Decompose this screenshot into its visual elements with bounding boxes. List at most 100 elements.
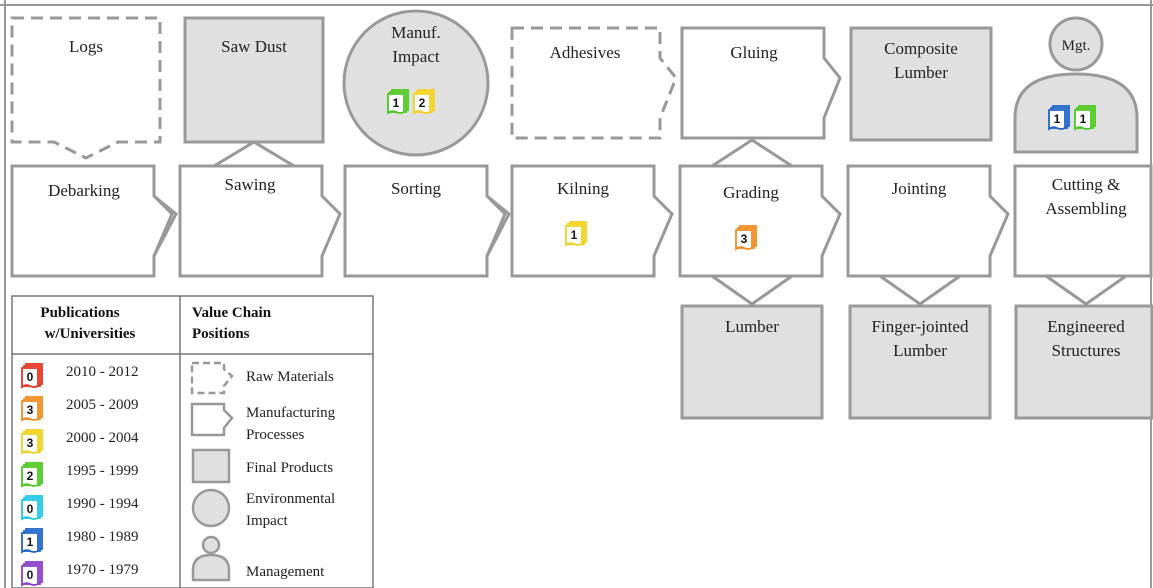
svg-text:1: 1 bbox=[393, 96, 400, 110]
legend-final-products-label: Final Products bbox=[246, 460, 333, 476]
legend-manufacturing-label-2: Processes bbox=[246, 427, 304, 443]
legend-periods: 0 2010 - 2012 3 2005 - 2009 3 2000 - 2004 2 199… bbox=[21, 363, 139, 586]
composite-label-1: Composite bbox=[884, 39, 958, 58]
legend-period-row: 3 2000 - 2004 bbox=[21, 429, 139, 454]
arrow-to-finger-jointed bbox=[875, 274, 965, 306]
engineered-label-1: Engineered bbox=[1047, 317, 1125, 336]
arrow-to-lumber bbox=[707, 274, 797, 306]
lumber-label: Lumber bbox=[725, 317, 779, 336]
raw-material-adhesives: Adhesives bbox=[510, 26, 678, 140]
svg-text:1: 1 bbox=[1054, 112, 1061, 126]
legend-period-label: 1980 - 1989 bbox=[66, 529, 139, 545]
sorting-label: Sorting bbox=[391, 179, 442, 198]
legend-env-label-1: Environmental bbox=[246, 491, 335, 507]
svg-text:1: 1 bbox=[1080, 112, 1087, 126]
final-product-finger-jointed: Finger-jointed Lumber bbox=[848, 304, 992, 420]
legend-period-badge: 0 bbox=[21, 561, 43, 586]
legend-period-badge: 2 bbox=[21, 462, 43, 487]
badge-grading-orange: 3 bbox=[735, 225, 757, 250]
arrow-to-gluing bbox=[706, 138, 798, 168]
legend-period-count: 0 bbox=[27, 568, 34, 582]
process-debarking: Debarking bbox=[10, 164, 174, 278]
legend-vc-header-2: Positions bbox=[192, 326, 250, 342]
legend-raw-materials-label: Raw Materials bbox=[246, 369, 334, 385]
process-gluing: Gluing bbox=[680, 26, 842, 140]
legend-period-label: 1990 - 1994 bbox=[66, 496, 139, 512]
badge-kilning-yellow: 1 bbox=[565, 221, 587, 246]
legend-management-label: Management bbox=[246, 564, 325, 580]
environmental-impact-circle: Manuf. Impact bbox=[342, 9, 490, 157]
final-product-composite-lumber: Composite Lumber bbox=[849, 26, 993, 142]
adhesives-label: Adhesives bbox=[550, 43, 621, 62]
badge-mgt-green: 1 bbox=[1074, 105, 1096, 130]
process-jointing: Jointing bbox=[846, 164, 1010, 278]
legend-period-count: 3 bbox=[27, 403, 34, 417]
legend-period-count: 1 bbox=[27, 535, 34, 549]
arrow-to-saw-dust bbox=[208, 140, 300, 168]
legend-raw-materials: Raw Materials bbox=[190, 361, 334, 395]
finger-jointed-label-1: Finger-jointed bbox=[872, 317, 969, 336]
process-cutting-assembling: Cutting & Assembling bbox=[1013, 164, 1153, 278]
process-sorting: Sorting bbox=[343, 164, 507, 278]
process-connectors bbox=[152, 194, 511, 257]
legend-period-badge: 1 bbox=[21, 528, 43, 553]
engineered-label-2: Structures bbox=[1052, 341, 1121, 360]
legend-environmental-impact: Environmental Impact bbox=[191, 488, 335, 529]
legend: Publications w/Universities Value Chain … bbox=[11, 295, 374, 588]
legend-final-products: Final Products bbox=[191, 448, 333, 484]
logs-label: Logs bbox=[69, 37, 103, 56]
legend-period-count: 0 bbox=[27, 370, 34, 384]
gluing-label: Gluing bbox=[730, 43, 778, 62]
svg-text:3: 3 bbox=[741, 232, 748, 246]
process-sawing: Sawing bbox=[178, 164, 342, 278]
legend-pub-header-2: w/Universities bbox=[45, 326, 136, 342]
legend-management: Management bbox=[191, 535, 325, 582]
sawing-label: Sawing bbox=[225, 175, 277, 194]
final-product-engineered: Engineered Structures bbox=[1014, 304, 1153, 420]
legend-period-row: 2 1995 - 1999 bbox=[21, 462, 139, 487]
management-shape: Mgt. bbox=[1013, 16, 1139, 154]
manuf-label: Manuf. bbox=[391, 23, 441, 42]
legend-period-row: 0 1990 - 1994 bbox=[21, 495, 139, 520]
legend-period-label: 1995 - 1999 bbox=[66, 463, 139, 479]
legend-period-count: 2 bbox=[27, 469, 34, 483]
grading-label: Grading bbox=[723, 183, 779, 202]
debarking-label: Debarking bbox=[48, 181, 120, 200]
legend-period-label: 2000 - 2004 bbox=[66, 430, 139, 446]
badge-mgt-blue: 1 bbox=[1048, 105, 1070, 130]
legend-period-count: 3 bbox=[27, 436, 34, 450]
legend-vc-header-1: Value Chain bbox=[192, 305, 272, 321]
final-product-lumber: Lumber bbox=[680, 304, 824, 420]
legend-manufacturing-label-1: Manufacturing bbox=[246, 405, 336, 421]
legend-period-badge: 0 bbox=[21, 363, 43, 388]
legend-period-badge: 3 bbox=[21, 429, 43, 454]
jointing-label: Jointing bbox=[892, 179, 947, 198]
legend-period-count: 0 bbox=[27, 502, 34, 516]
impact-label: Impact bbox=[392, 47, 439, 66]
legend-period-label: 2005 - 2009 bbox=[66, 397, 139, 413]
legend-period-label: 1970 - 1979 bbox=[66, 562, 139, 578]
legend-env-label-2: Impact bbox=[246, 513, 288, 529]
legend-period-row: 0 2010 - 2012 bbox=[21, 363, 139, 388]
legend-period-row: 1 1980 - 1989 bbox=[21, 528, 139, 553]
legend-pub-header-1: Publications bbox=[40, 305, 119, 321]
legend-period-row: 0 1970 - 1979 bbox=[21, 561, 139, 586]
kilning-label: Kilning bbox=[557, 179, 609, 198]
svg-text:1: 1 bbox=[571, 228, 578, 242]
arrow-to-engineered bbox=[1041, 274, 1131, 306]
badge-manuf-yellow: 2 bbox=[413, 89, 435, 114]
legend-period-label: 2010 - 2012 bbox=[66, 364, 139, 380]
finger-jointed-label-2: Lumber bbox=[893, 341, 947, 360]
process-grading: Grading bbox=[678, 164, 842, 278]
process-kilning: Kilning bbox=[510, 164, 674, 278]
assembling-label: Assembling bbox=[1045, 199, 1127, 218]
svg-text:2: 2 bbox=[419, 96, 426, 110]
legend-period-badge: 3 bbox=[21, 396, 43, 421]
cutting-label: Cutting & bbox=[1052, 175, 1120, 194]
mgt-label: Mgt. bbox=[1062, 38, 1091, 54]
composite-label-2: Lumber bbox=[894, 63, 948, 82]
saw-dust-label: Saw Dust bbox=[221, 37, 287, 56]
legend-period-badge: 0 bbox=[21, 495, 43, 520]
legend-manufacturing: Manufacturing Processes bbox=[190, 402, 336, 443]
